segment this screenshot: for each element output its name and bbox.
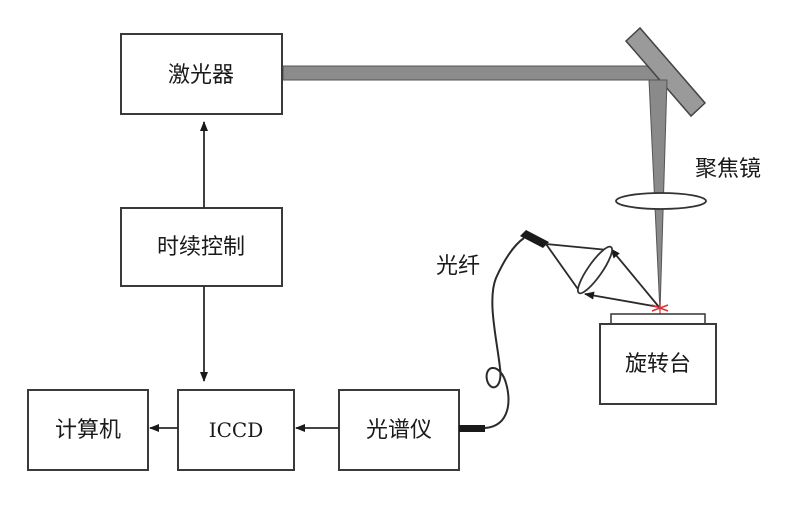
computer-label: 计算机 <box>55 418 121 443</box>
spectrometer-box <box>338 389 460 471</box>
timing-control-label: 时续控制 <box>157 235 245 260</box>
spectrometer-label: 光谱仪 <box>366 418 432 443</box>
focusing-lens <box>615 192 707 210</box>
ray-upper-to-lens <box>545 243 609 251</box>
iccd-box <box>177 389 295 471</box>
rotating-stage-box <box>599 323 717 405</box>
fiber-head <box>520 230 549 248</box>
ray-plasma-to-lens-upper <box>610 248 660 308</box>
timing-control-box <box>120 207 283 287</box>
iccd-label: ICCD <box>209 418 264 442</box>
laser-box <box>120 33 283 115</box>
rotating-stage-label: 旋转台 <box>625 352 691 377</box>
ray-plasma-to-lens-lower <box>584 291 660 308</box>
plasma-spark <box>651 302 669 314</box>
collection-lens <box>577 245 613 295</box>
laser-beam <box>282 65 659 81</box>
computer-box <box>27 389 149 471</box>
ray-lower-to-lens <box>545 243 581 293</box>
sample-plate <box>610 313 706 325</box>
laser-label: 激光器 <box>168 63 234 88</box>
mirror <box>624 26 707 118</box>
fiber-connector-bottom <box>459 425 485 432</box>
optical-fiber-label: 光纤 <box>436 254 480 279</box>
optical-fiber <box>484 237 525 429</box>
focusing-lens-label: 聚焦镜 <box>695 157 761 182</box>
